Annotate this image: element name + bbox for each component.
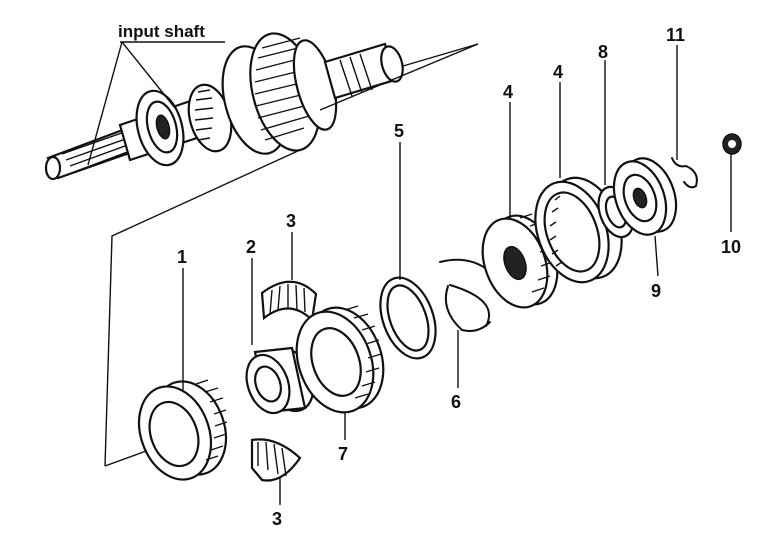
label-part-11: 11 (666, 25, 685, 45)
part-7-gear (295, 305, 385, 414)
label-part-10: 10 (721, 237, 741, 257)
part-10-nut (722, 133, 742, 155)
part-11-snap-ring (671, 157, 698, 189)
input-shaft-spline (44, 126, 140, 181)
input-shaft-label: input shaft (118, 22, 205, 41)
part-6-spring-clip (439, 258, 491, 332)
part-1-gear (137, 379, 228, 481)
label-part-3-lower: 3 (272, 509, 282, 529)
part-leader-lines (182, 45, 732, 505)
label-part-1: 1 (177, 247, 187, 267)
part-4-synchronizer-sleeve (534, 176, 623, 284)
label-part-9: 9 (651, 281, 661, 301)
part-9-bearing (612, 157, 678, 236)
part-3-needle-bearing-lower (250, 438, 302, 482)
part-5-ring (379, 276, 437, 360)
label-part-4-sleeve: 4 (553, 62, 563, 82)
label-part-5: 5 (394, 121, 404, 141)
input-shaft-front-bearing (135, 89, 185, 167)
label-part-4-hub: 4 (503, 82, 513, 102)
part-2-sleeve (245, 346, 315, 415)
label-part-2: 2 (246, 237, 256, 257)
input-shaft-assembly (44, 32, 404, 181)
label-part-7: 7 (338, 444, 348, 464)
input-shaft-gear-cluster (221, 32, 338, 155)
label-part-8: 8 (598, 42, 608, 62)
part-3-needle-bearing-upper (260, 280, 318, 323)
label-part-3-upper: 3 (286, 211, 296, 231)
part-labels: 1 2 3 3 4 4 5 6 7 8 9 10 11 (177, 25, 741, 529)
label-part-6: 6 (451, 392, 461, 412)
